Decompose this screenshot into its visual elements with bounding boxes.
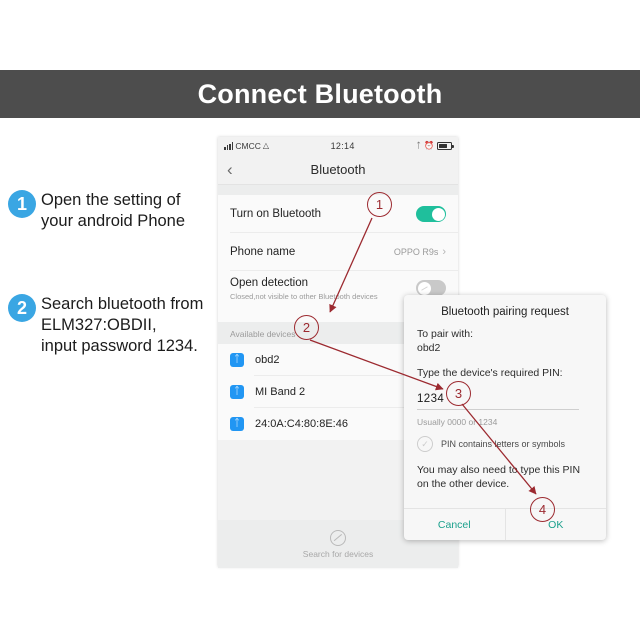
dialog-actions: Cancel OK [404,508,606,540]
row-open-detection-text: Open detection Closed,not visible to oth… [230,277,378,301]
status-bar-clock: 12:14 [330,140,355,151]
row-turn-on-bluetooth-control [416,206,446,222]
step-1: 1 Open the setting of your android Phone [8,190,185,232]
page-title: Connect Bluetooth [197,78,443,109]
step-2-text: Search bluetooth from ELM327:OBDII, inpu… [41,295,204,355]
spacer [417,355,593,366]
alarm-icon: ⏰ [424,141,434,150]
status-bar: CMCC △ 12:14 ᛏ ⏰ [218,137,458,154]
device-name: obd2 [255,354,280,366]
row-phone-name-control: OPPO R9s › [394,246,446,258]
toggle-knob [431,207,445,221]
status-bar-right: ᛏ ⏰ [416,141,454,150]
row-turn-on-bluetooth[interactable]: Turn on Bluetooth [218,195,458,233]
phone-nav-title: Bluetooth [310,161,366,177]
pin-hint-label: Usually 0000 or 1234 [417,417,498,427]
pair-with-label: To pair with: [417,328,474,340]
row-open-detection-control [416,280,446,296]
row-open-detection-sublabel: Closed,not visible to other Bluetooth de… [230,292,378,301]
device-name: MI Band 2 [255,386,306,398]
dialog-note: You may also need to type this PIN on th… [417,464,581,490]
bluetooth-icon: ᛏ [230,385,244,399]
status-bar-left: CMCC △ [224,141,269,151]
step-1-text: Open the setting of your android Phone [41,191,186,230]
ok-button[interactable]: OK [504,509,607,540]
signal-bars-icon [224,141,234,150]
page-header: Connect Bluetooth [0,70,640,118]
available-devices-header: Available devices [218,322,458,344]
step-1-badge: 1 [8,190,36,218]
pin-input[interactable]: 1234 [417,389,579,410]
dialog-body: To pair with: obd2 Type the device's req… [404,327,606,497]
pin-input-value: 1234 [417,393,445,405]
toggle-knob [417,281,431,295]
row-turn-on-bluetooth-label: Turn on Bluetooth [230,208,321,220]
pin-prompt-label: Type the device's required PIN: [417,367,563,379]
bluetooth-icon: ᛏ [230,353,244,367]
spacer [218,185,458,195]
row-phone-name[interactable]: Phone name OPPO R9s › [218,233,458,271]
bluetooth-icon: ᛏ [230,417,244,431]
pin-letters-checkbox[interactable]: ✓ PIN contains letters or symbols [417,436,593,452]
phone-name-value: OPPO R9s [393,247,439,257]
bluetooth-icon: ᛏ [416,141,422,150]
open-detection-toggle[interactable] [416,280,446,296]
pair-device-name: obd2 [417,342,441,354]
step-2: 2 Search bluetooth from ELM327:OBDII, in… [8,294,203,357]
carrier-label: CMCC [235,140,261,151]
cancel-button[interactable]: Cancel [437,518,471,531]
step-2-badge: 2 [8,294,36,322]
dialog-title: Bluetooth pairing request [441,306,569,318]
phone-nav-bar: ‹ Bluetooth [218,154,458,185]
wifi-icon: △ [262,141,270,150]
pin-letters-checkbox-label: PIN contains letters or symbols [441,439,566,449]
chevron-left-icon[interactable]: ‹ [227,159,233,179]
device-name: 24:0A:C4:80:8E:46 [255,418,348,430]
battery-icon [437,141,454,150]
row-phone-name-text: Phone name [230,246,295,258]
chevron-right-icon: › [442,246,446,258]
search-for-devices-label: Search for devices [302,548,374,559]
turn-on-bluetooth-toggle[interactable] [416,206,446,222]
refresh-icon [330,529,346,546]
row-open-detection-label: Open detection [230,277,309,289]
row-turn-on-bluetooth-text: Turn on Bluetooth [230,208,321,220]
bluetooth-pairing-dialog: Bluetooth pairing request To pair with: … [404,295,606,540]
circle-check-icon: ✓ [417,436,433,452]
row-phone-name-label: Phone name [230,246,296,258]
